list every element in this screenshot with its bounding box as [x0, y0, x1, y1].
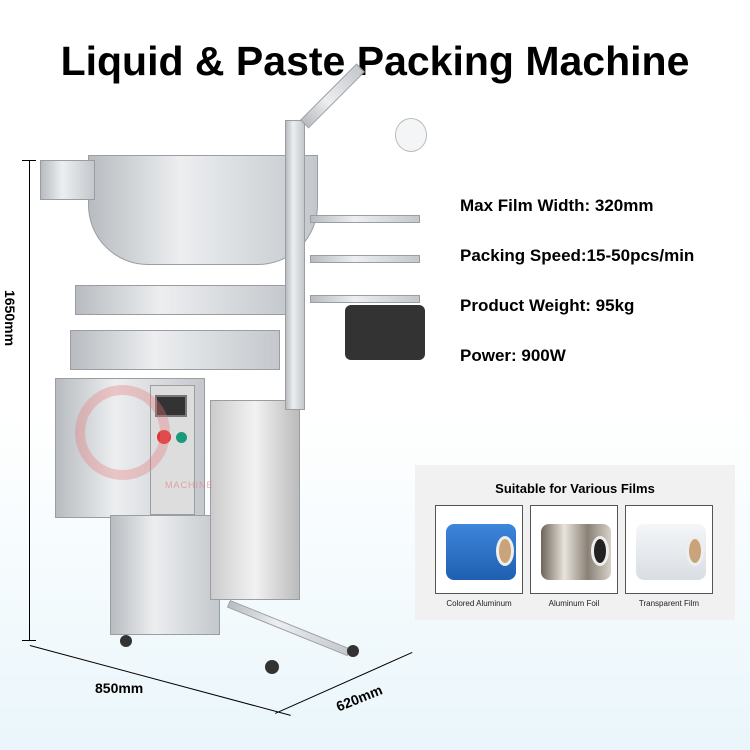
- page-title: Liquid & Paste Packing Machine: [60, 38, 690, 84]
- width-dimension-line: [29, 645, 291, 716]
- spec-packing-speed: Packing Speed:15-50pcs/min: [460, 246, 695, 265]
- films-panel: Suitable for Various Films Colored Alumi…: [415, 465, 735, 620]
- spec-power: Power: 900W: [460, 346, 566, 365]
- spec-product-weight: Product Weight: 95kg: [460, 296, 635, 315]
- watermark-logo-icon: [75, 385, 170, 480]
- depth-label: 620mm: [333, 681, 385, 715]
- film-transparent-image: [625, 505, 713, 594]
- dimension-tick: [22, 160, 36, 161]
- width-label: 850mm: [95, 680, 144, 696]
- film-label: Transparent Film: [638, 599, 700, 608]
- dimension-tick: [22, 640, 36, 641]
- height-dimension-line: [29, 160, 30, 640]
- films-title: Suitable for Various Films: [495, 481, 655, 496]
- film-label: Colored Aluminum: [446, 599, 512, 608]
- film-colored-aluminum-image: [435, 505, 523, 594]
- watermark-text: MACHINE: [165, 480, 214, 490]
- spec-film-width: Max Film Width: 320mm: [460, 196, 654, 215]
- film-aluminum-foil-image: [530, 505, 618, 594]
- film-label: Aluminum Foil: [548, 599, 600, 608]
- height-label: 1650mm: [2, 289, 19, 347]
